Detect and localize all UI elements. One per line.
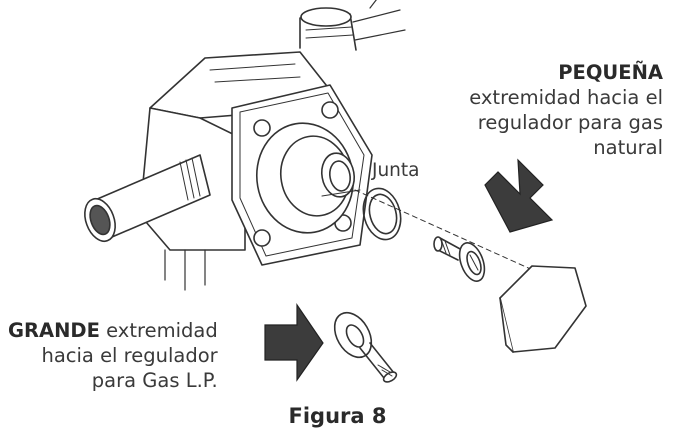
assembly-axis-line — [354, 189, 556, 281]
arrow-to-valve-icon — [484, 158, 554, 233]
hex-cap — [499, 265, 587, 353]
left-outlet-pipe — [84, 154, 211, 243]
large-end-line-2: hacia el regulador — [41, 344, 218, 367]
gasket-label: Junta — [372, 160, 420, 181]
large-end-line-3: para Gas L.P. — [91, 369, 218, 392]
small-end-line-2: regulador para gas — [477, 111, 663, 134]
small-end-line-1: extremidad hacia el — [469, 86, 663, 109]
large-orifice — [333, 311, 398, 383]
small-end-callout: PEQUEÑA extremidad hacia el regulador pa… — [469, 60, 663, 160]
valve-flange — [231, 84, 373, 266]
arrow-right-icon — [264, 303, 324, 382]
figure-caption: Figura 8 — [288, 404, 387, 428]
small-end-title: PEQUEÑA — [558, 61, 663, 84]
gasket-ring — [362, 187, 402, 241]
large-end-title: GRANDE — [8, 319, 100, 342]
large-end-callout: GRANDE extremidad hacia el regulador par… — [8, 318, 218, 393]
large-end-line-1-text: extremidad — [99, 319, 218, 342]
small-end-line-3: natural — [593, 136, 663, 159]
large-end-line-1: GRANDE extremidad — [8, 318, 218, 343]
small-orifice — [433, 236, 486, 282]
